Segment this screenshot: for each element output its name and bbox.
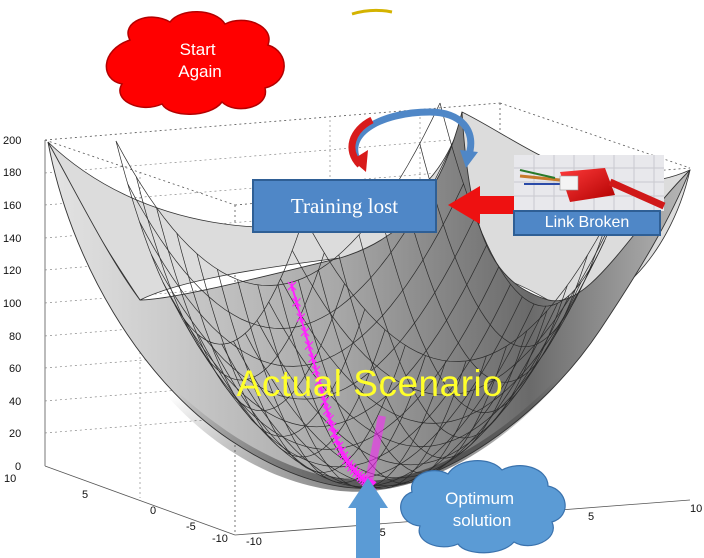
y-tick: 5 bbox=[82, 489, 88, 501]
x-tick: 10 bbox=[690, 503, 702, 515]
link-broken-box: Link Broken bbox=[513, 210, 661, 236]
z-tick: 60 bbox=[9, 363, 21, 375]
start-again-cloud: Start Again bbox=[105, 11, 285, 115]
optimum-solution-cloud: Optimum solution bbox=[400, 460, 566, 554]
z-tick: 160 bbox=[3, 200, 21, 212]
start-again-line: Again bbox=[178, 62, 221, 81]
blue-up-arrow-icon bbox=[348, 478, 388, 558]
descent-step-marker bbox=[300, 327, 310, 338]
descent-cluster bbox=[364, 415, 386, 487]
descent-step-marker bbox=[317, 386, 327, 397]
descent-step-marker bbox=[311, 365, 321, 376]
x-tick: -10 bbox=[246, 536, 262, 548]
training-lost-box: Training lost bbox=[252, 179, 437, 233]
z-tick: 120 bbox=[3, 265, 21, 277]
start-again-line: Start bbox=[180, 40, 216, 59]
z-tick: 100 bbox=[3, 298, 21, 310]
z-tick: 140 bbox=[3, 233, 21, 245]
z-tick: 40 bbox=[9, 396, 21, 408]
z-tick: 20 bbox=[9, 428, 21, 440]
mesh-line bbox=[399, 179, 588, 383]
red-arrow-icon bbox=[448, 186, 514, 224]
descent-step-marker bbox=[292, 297, 301, 308]
optimum-line: solution bbox=[453, 511, 512, 530]
descent-step-marker bbox=[287, 281, 297, 292]
z-axis: 200 180 160 140 120 100 80 60 40 20 0 bbox=[3, 135, 21, 473]
mesh-line bbox=[338, 254, 528, 459]
y-tick: 10 bbox=[4, 473, 16, 485]
x-axis: -10 -5 5 10 bbox=[246, 503, 702, 548]
mesh-line bbox=[419, 143, 609, 348]
start-again-label: Start Again bbox=[178, 40, 221, 81]
x-tick: 5 bbox=[588, 511, 594, 523]
descent-step-marker bbox=[314, 376, 324, 387]
y-tick: -10 bbox=[212, 533, 228, 545]
descent-step-marker bbox=[308, 353, 318, 364]
z-tick: 0 bbox=[15, 461, 21, 473]
descent-step-marker bbox=[320, 396, 330, 407]
descent-step-marker bbox=[304, 340, 314, 351]
y-axis: 10 5 0 -5 -10 bbox=[4, 473, 228, 545]
z-tick: 180 bbox=[3, 167, 21, 179]
x-tick: -5 bbox=[376, 527, 386, 539]
mesh-line bbox=[127, 145, 453, 329]
mesh-line bbox=[150, 216, 476, 400]
z-tick: 80 bbox=[9, 331, 21, 343]
mesh-line bbox=[297, 280, 487, 484]
mesh-line bbox=[378, 209, 568, 413]
actual-scenario-label: Actual Scenario bbox=[236, 363, 504, 404]
mesh-line bbox=[318, 270, 507, 474]
mesh-line bbox=[162, 244, 488, 428]
curved-refresh-arrow-icon bbox=[348, 108, 478, 172]
mesh-line bbox=[358, 234, 548, 439]
broken-network-cable-icon bbox=[514, 155, 666, 211]
mesh-line bbox=[139, 183, 464, 367]
y-tick: 0 bbox=[150, 505, 156, 517]
z-tick: 200 bbox=[3, 135, 21, 147]
yellow-arc bbox=[351, 8, 393, 16]
descent-step-marker bbox=[322, 405, 332, 416]
optimum-line: Optimum bbox=[445, 489, 514, 508]
descent-step-marker bbox=[296, 312, 306, 323]
y-tick: -5 bbox=[186, 521, 196, 533]
optimum-solution-label: Optimum solution bbox=[445, 489, 519, 530]
